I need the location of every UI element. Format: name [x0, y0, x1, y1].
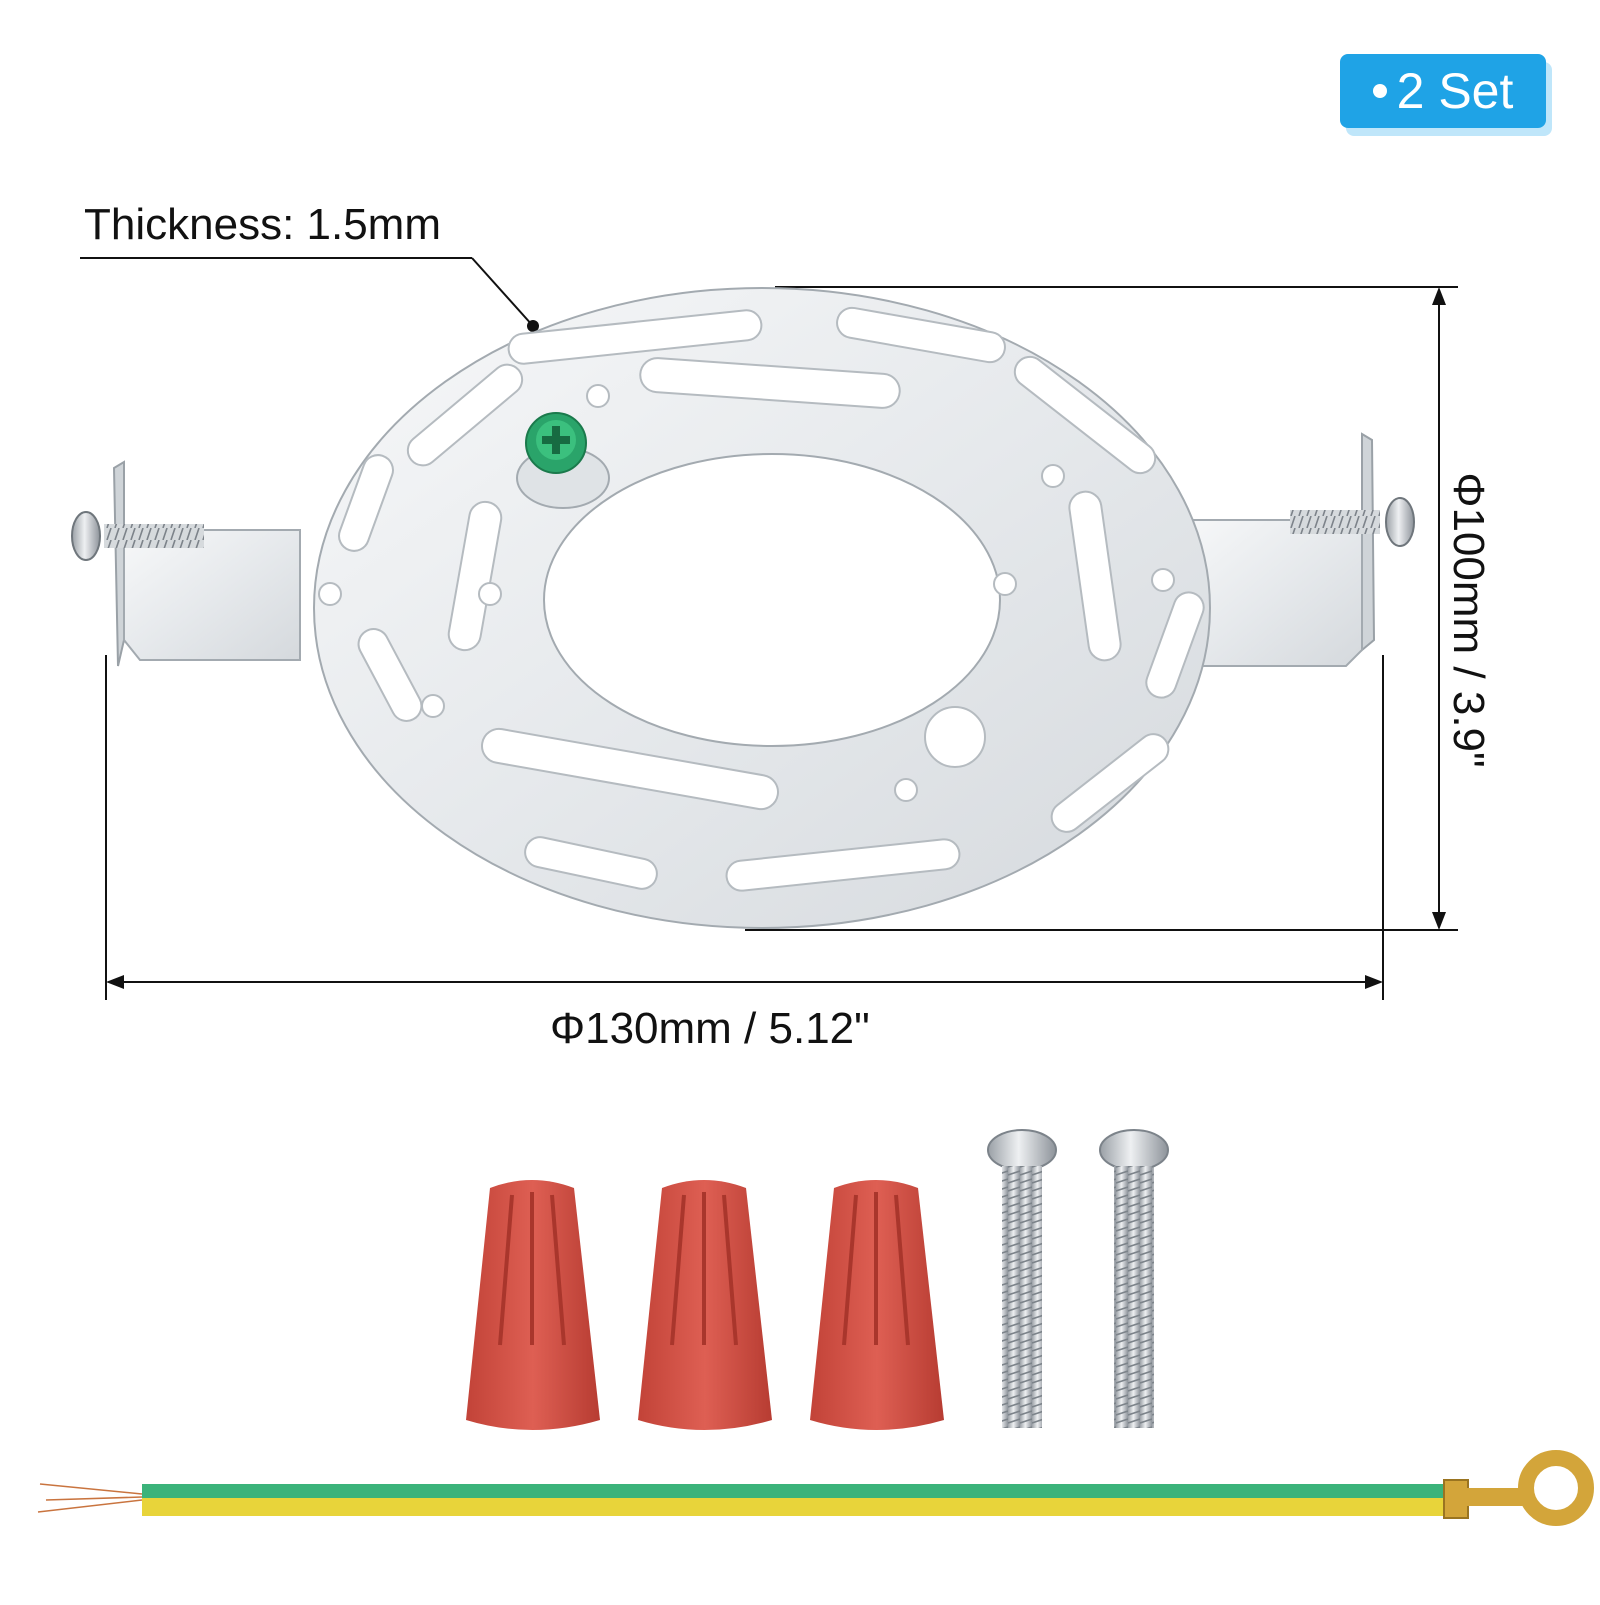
width-dimension-label: Φ130mm / 5.12" [550, 1004, 870, 1053]
wire-nuts [466, 1180, 944, 1430]
thickness-label: Thickness: 1.5mm [84, 200, 441, 249]
mounting-plate [71, 287, 1415, 929]
bracket-screw-left [71, 511, 204, 561]
height-dimension-label: Φ100mm / 3.9" [1444, 472, 1493, 768]
dimension-lines [80, 257, 1458, 1000]
quantity-badge: 2 Set [1340, 54, 1546, 128]
wire-nut [466, 1180, 600, 1430]
bracket-screw-right [1290, 497, 1415, 547]
bullet-icon [1372, 83, 1387, 98]
machine-screws [987, 1129, 1169, 1428]
quantity-text: 2 Set [1396, 63, 1514, 119]
machine-screw [1099, 1129, 1169, 1428]
ground-wire [37, 1450, 1594, 1526]
wire-nut [810, 1180, 944, 1430]
ground-screw [516, 412, 610, 509]
machine-screw [987, 1129, 1057, 1428]
dimension-arrows [106, 287, 1446, 989]
wire-nut [638, 1180, 772, 1430]
